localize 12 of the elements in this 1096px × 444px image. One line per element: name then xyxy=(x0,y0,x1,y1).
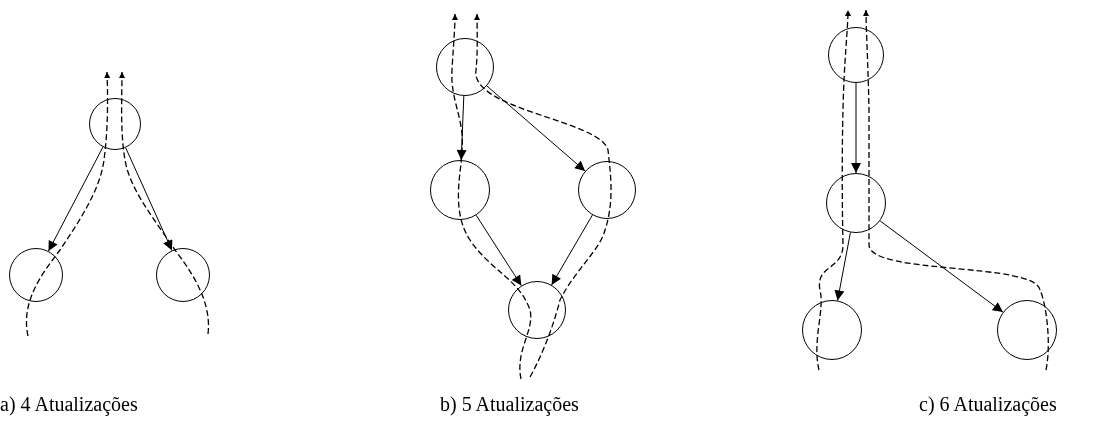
panel-caption: b) 5 Atualizações xyxy=(440,393,579,416)
arrow xyxy=(486,85,586,172)
arrow xyxy=(851,82,861,174)
panel-caption: c) 6 Atualizações xyxy=(919,393,1057,416)
arrow xyxy=(834,232,851,301)
arrow xyxy=(879,220,1004,313)
arrow xyxy=(551,214,593,286)
panel-caption: a) 4 Atualizações xyxy=(0,393,138,416)
arrow xyxy=(475,214,522,287)
arrow xyxy=(456,95,467,161)
arrow xyxy=(125,147,173,251)
arrow xyxy=(48,146,104,252)
